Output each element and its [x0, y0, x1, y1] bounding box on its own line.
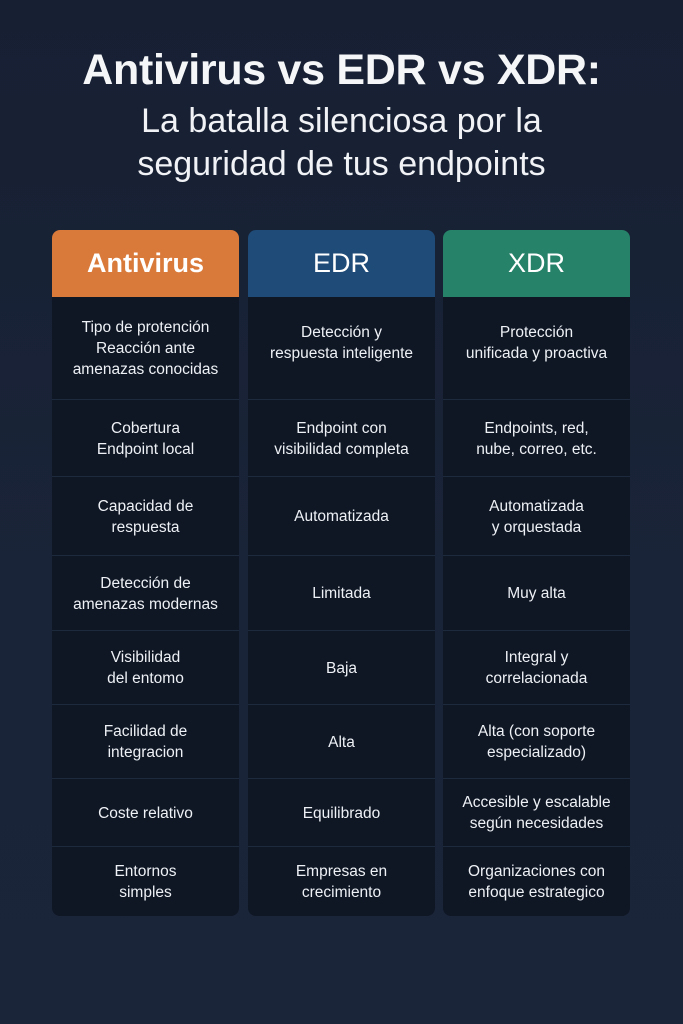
cell-antivirus-environment: Entornos simples — [52, 846, 239, 916]
cell-antivirus-visibility: Visibilidad del entomo — [52, 630, 239, 705]
cell-edr-cost: Equilibrado — [248, 778, 435, 847]
cell-antivirus-response: Capacidad de respuesta — [52, 476, 239, 556]
cell-xdr-environment: Organizaciones con enfoque estrategico — [443, 846, 630, 916]
cell-antivirus-cost: Coste relativo — [52, 778, 239, 847]
column-header-antivirus: Antivirus — [52, 230, 239, 297]
cell-edr-protection-type: Detección y respuesta inteligente — [269, 324, 414, 362]
column-antivirus: Antivirus Tipo de protención Reacción an… — [52, 230, 239, 916]
cell-antivirus-modern-threats: Detección de amenazas modernas — [52, 555, 239, 631]
cell-edr-integration: Alta — [248, 704, 435, 779]
cell-edr-coverage: Endpoint con visibilidad completa — [248, 399, 435, 477]
subtitle-line-2: seguridad de tus endpoints — [137, 145, 546, 183]
cell-edr-modern-threats: Limitada — [248, 555, 435, 631]
cell-edr-response: Automatizada — [248, 476, 435, 556]
column-header-xdr: XDR — [443, 230, 630, 297]
cell-xdr-visibility: Integral y correlacionada — [443, 630, 630, 705]
subtitle-line-1: La batalla silenciosa por la — [141, 102, 542, 140]
column-edr: EDR Detección y respuesta inteligente En… — [248, 230, 435, 916]
cell-xdr-coverage: Endpoints, red, nube, correo, etc. — [443, 399, 630, 477]
cell-antivirus-coverage: Cobertura Endpoint local — [52, 399, 239, 477]
cell-xdr-modern-threats: Muy alta — [443, 555, 630, 631]
cell-xdr-response: Automatizada y orquestada — [443, 476, 630, 556]
cell-xdr-cost: Accesible y escalable según necesidades — [443, 778, 630, 847]
column-header-edr: EDR — [248, 230, 435, 297]
cell-edr-visibility: Baja — [248, 630, 435, 705]
column-xdr: XDR Protección unificada y proactiva End… — [443, 230, 630, 916]
cell-antivirus-integration: Facilidad de integracion — [52, 704, 239, 779]
page-subtitle: La batalla silenciosa por la seguridad d… — [0, 100, 683, 186]
cell-xdr-protection-type: Protección unificada y proactiva — [465, 324, 608, 362]
cell-edr-environment: Empresas en crecimiento — [248, 846, 435, 916]
cell-xdr-integration: Alta (con soporte especializado) — [443, 704, 630, 779]
cell-antivirus-protection-type: Tipo de protención Reacción ante amenaza… — [72, 318, 219, 378]
page-title: Antivirus vs EDR vs XDR: — [82, 46, 601, 94]
